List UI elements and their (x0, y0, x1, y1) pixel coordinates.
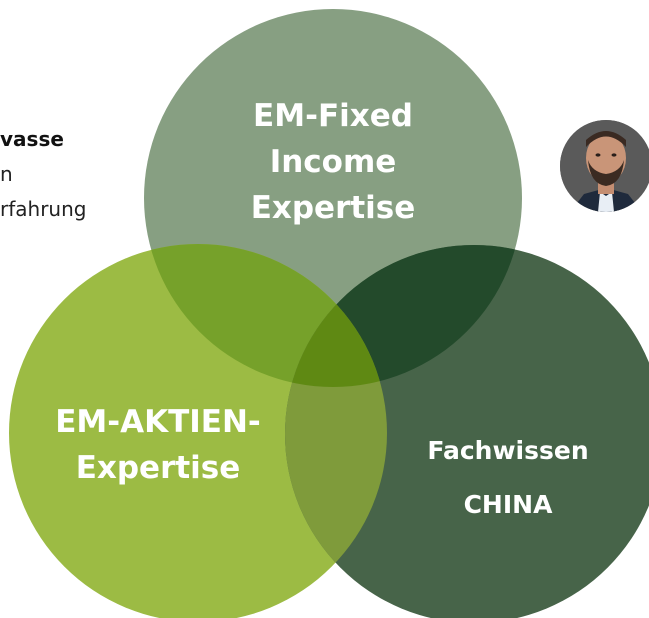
label-income: Income (270, 144, 397, 180)
bio-text-fragment-2: rfahrung (0, 197, 87, 221)
label-expertise-equities: Expertise (76, 450, 241, 486)
label-expertise-fixed: Expertise (251, 190, 416, 226)
bio-name-fragment: vasse (0, 127, 64, 151)
bio-text-fragment-1: n (0, 162, 13, 186)
label-china: CHINA (464, 490, 553, 519)
overlap-fixed-china (285, 245, 522, 387)
label-fachwissen: Fachwissen (427, 436, 588, 465)
portrait-avatar (560, 120, 649, 212)
overlap-fixed-equities (144, 244, 387, 387)
label-em-aktien: EM-AKTIEN- (55, 404, 261, 440)
label-em-fixed: EM-Fixed (253, 98, 413, 134)
